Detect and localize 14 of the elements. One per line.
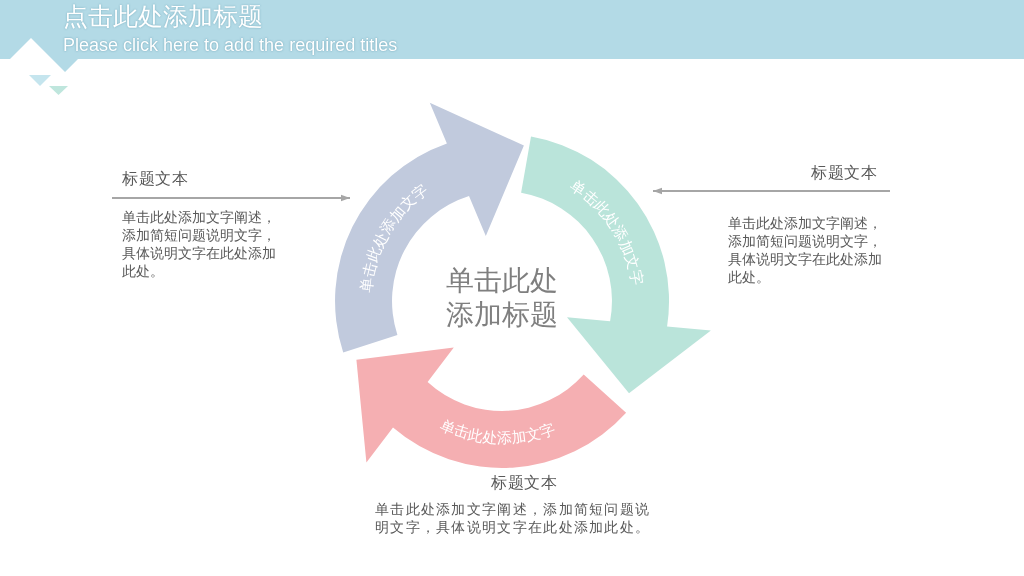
center-title: 单击此处添加标题 bbox=[445, 264, 559, 332]
description-text: 单击此处添加文字阐述，添加简短问题说明文字，具体说明文字在此处添加此处。 bbox=[728, 214, 883, 286]
page-title: 点击此处添加标题 bbox=[63, 2, 263, 32]
subtitle-text: Please click here to add the required titles bbox=[63, 34, 398, 56]
segment-label: 单击此处添加文字 bbox=[357, 180, 432, 293]
heading-text: 标题文本 bbox=[122, 169, 188, 189]
heading-text: 标题文本 bbox=[811, 163, 877, 183]
arrow bbox=[652, 187, 891, 195]
heading-text: 标题文本 bbox=[491, 473, 558, 493]
segment-label: 单击此处添加文字 bbox=[566, 176, 647, 287]
arrow bbox=[111, 194, 351, 202]
segment-label: 单击此处添加文字 bbox=[437, 415, 558, 448]
description-text: 单击此处添加文字阐述，添加简短问题说明文字，具体说明文字在此处添加此处。 bbox=[375, 500, 652, 536]
description-text: 单击此处添加文字阐述，添加简短问题说明文字，具体说明文字在此处添加此处。 bbox=[122, 208, 277, 280]
